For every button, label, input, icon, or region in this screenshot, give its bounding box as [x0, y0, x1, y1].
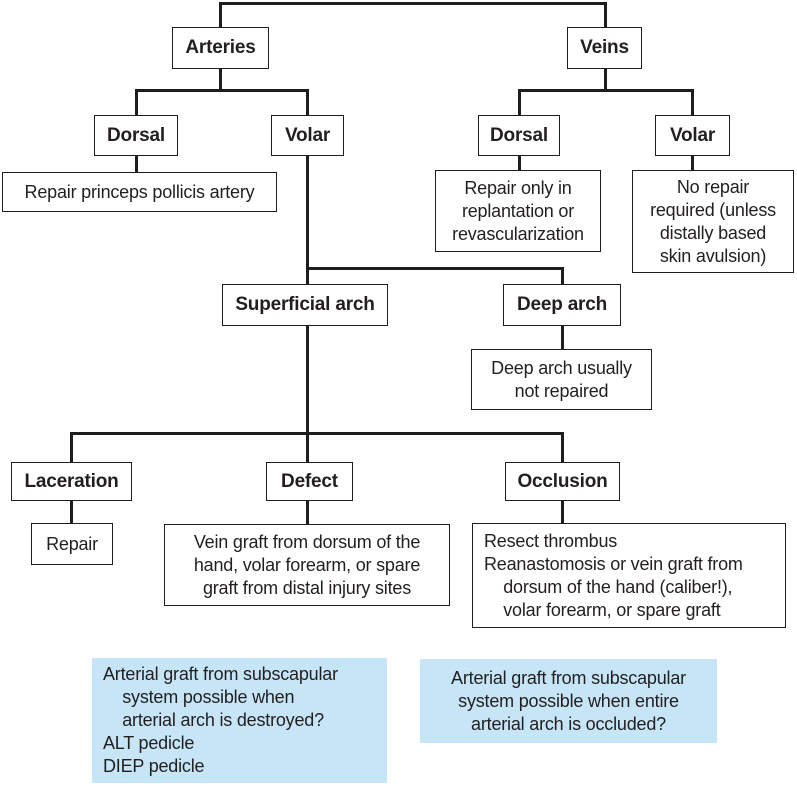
node-superficial-arch: Superficial arch [222, 284, 388, 326]
note-veins-dorsal: Repair only in replantation or revascula… [435, 170, 601, 252]
node-laceration: Laceration [11, 462, 132, 501]
connector-top-to-veins [604, 2, 607, 27]
node-defect: Defect [266, 462, 353, 501]
connector-deep-arch-note-stem [561, 326, 564, 349]
node-veins-volar: Volar [655, 115, 730, 156]
connector-top-horizontal [219, 2, 607, 5]
node-arteries: Arteries [172, 27, 269, 69]
connector-arch-branch [307, 267, 564, 270]
connector-arteries-volar-drop [306, 89, 309, 115]
note-repair-princeps: Repair princeps pollicis artery [2, 172, 277, 212]
connector-veins-volar-note-stem [691, 156, 694, 171]
connector-veins-dorsal-drop [518, 89, 521, 115]
connector-veins-branch [518, 89, 694, 92]
connector-laceration-note-stem [70, 501, 73, 524]
note-defect: Vein graft from dorsum of the hand, vola… [164, 524, 450, 606]
note-laceration: Repair [31, 523, 113, 565]
connector-veins-volar-drop [691, 89, 694, 115]
note-deep-arch: Deep arch usually not repaired [471, 349, 652, 410]
connector-occlusion-note-stem [561, 501, 564, 524]
node-veins-dorsal: Dorsal [478, 115, 560, 156]
connector-injury-branch [70, 432, 564, 435]
node-occlusion: Occlusion [505, 462, 620, 501]
note-veins-volar: No repair required (unless distally base… [632, 170, 794, 273]
highlight-arch-occluded-question: Arterial graft from subscapular system p… [420, 659, 717, 743]
connector-veins-stem [604, 69, 607, 92]
connector-arteries-dorsal-drop [135, 89, 138, 115]
connector-dorsal-note-stem [135, 156, 138, 172]
connector-occlusion-drop [561, 432, 564, 462]
node-arteries-volar: Volar [271, 115, 344, 156]
node-deep-arch: Deep arch [503, 284, 621, 326]
node-veins: Veins [567, 27, 642, 69]
connector-veins-dorsal-note-stem [518, 156, 521, 171]
connector-arteries-branch [135, 89, 309, 92]
connector-defect-note-stem [306, 501, 309, 525]
connector-top-to-arteries [219, 2, 222, 27]
connector-laceration-drop [70, 432, 73, 462]
highlight-arch-destroyed-question: Arterial graft from subscapular system p… [92, 658, 387, 783]
connector-deep-arch-drop [561, 267, 564, 284]
connector-arteries-stem [219, 69, 222, 92]
note-occlusion: Resect thrombus Reanastomosis or vein gr… [472, 523, 786, 628]
node-arteries-dorsal: Dorsal [94, 115, 178, 156]
